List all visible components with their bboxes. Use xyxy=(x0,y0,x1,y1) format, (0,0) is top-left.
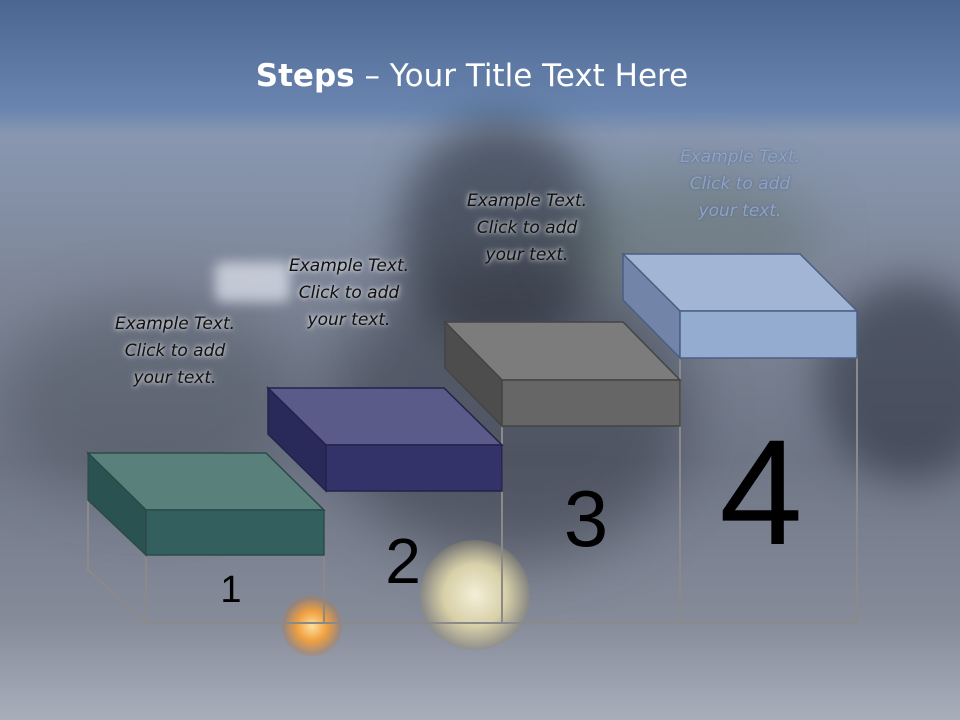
caption-line: Click to add xyxy=(298,283,400,303)
step-4-number: 4 xyxy=(719,408,803,576)
background-headlight xyxy=(420,540,530,650)
step-4-front xyxy=(679,310,858,359)
step-3-caption[interactable]: Example Text. Click to add your text. xyxy=(437,188,617,269)
caption-line: Example Text. xyxy=(679,147,801,167)
background-mirror xyxy=(215,262,290,302)
step-1-block[interactable] xyxy=(86,451,326,557)
step-3-block[interactable] xyxy=(443,320,682,428)
step-3-number: 3 xyxy=(563,474,609,563)
title-rest: – Your Title Text Here xyxy=(354,58,689,94)
step-1-front xyxy=(145,509,325,556)
background-turn-signal xyxy=(282,596,342,656)
caption-line: Click to add xyxy=(124,341,226,361)
step-4-caption[interactable]: Example Text. Click to add your text. xyxy=(650,144,830,225)
step-2-front xyxy=(325,444,503,492)
step-2-block[interactable] xyxy=(266,386,504,493)
slide-title[interactable]: Steps – Your Title Text Here xyxy=(0,58,944,94)
caption-line: your text. xyxy=(133,368,217,388)
caption-line: Example Text. xyxy=(288,256,410,276)
step-3-front xyxy=(501,379,681,427)
step-2-number: 2 xyxy=(385,525,421,597)
step-2-caption[interactable]: Example Text. Click to add your text. xyxy=(259,253,439,334)
caption-line: your text. xyxy=(698,201,782,221)
caption-line: your text. xyxy=(485,245,569,265)
caption-line: Click to add xyxy=(476,218,578,238)
background-helmet xyxy=(400,120,600,350)
caption-line: Click to add xyxy=(689,174,791,194)
step-1-number: 1 xyxy=(220,569,242,611)
step-1-caption[interactable]: Example Text. Click to add your text. xyxy=(85,311,265,392)
title-bold: Steps xyxy=(255,58,355,94)
caption-line: your text. xyxy=(307,310,391,330)
caption-line: Example Text. xyxy=(466,191,588,211)
caption-line: Example Text. xyxy=(114,314,236,334)
step-4-block[interactable] xyxy=(621,252,859,360)
